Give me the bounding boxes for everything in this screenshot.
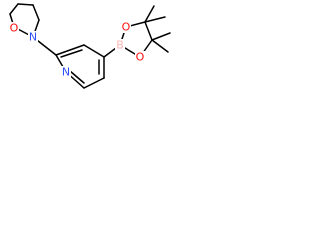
atom-label-n-pyr: N — [62, 66, 70, 79]
atom-label-n-morph: N — [29, 31, 37, 44]
atoms: O N N B O O — [9, 21, 145, 79]
chemical-structure: O N N B O O — [9, 3, 171, 89]
atom-morpholine-oxygen: O — [9, 22, 19, 35]
atom-label-o-morph: O — [10, 22, 19, 35]
bonds — [9, 3, 171, 89]
bond-morph-o-c3 — [32, 4, 40, 21]
bond-c1-me2 — [144, 16, 166, 23]
bond-c1-c2 — [144, 21, 153, 41]
bond-pyr-c6-c5 — [83, 77, 105, 89]
atom-morpholine-nitrogen: N — [28, 31, 38, 44]
bond-c1-me1 — [144, 5, 155, 23]
bond-pyr-c3-c2 — [55, 44, 85, 56]
bond-morph-c1-c2 — [9, 3, 19, 15]
bond-morph-c2-o — [17, 3, 34, 6]
bond-c2-me1 — [151, 32, 171, 41]
atom-label-o-bor1: O — [122, 21, 131, 34]
atom-boronate-oxygen-1: O — [121, 21, 131, 34]
bond-pyr-inner-1 — [69, 70, 85, 84]
atom-label-b: B — [116, 39, 124, 52]
atom-boronate-oxygen-2: O — [135, 51, 145, 64]
bond-c2-me2 — [151, 39, 169, 53]
atom-boron: B — [115, 39, 125, 52]
atom-pyridine-nitrogen: N — [61, 66, 71, 79]
bond-pyr-c4-c3 — [83, 44, 105, 58]
bond-pyr-inner-3 — [60, 49, 83, 58]
atom-label-o-bor2: O — [136, 51, 145, 64]
